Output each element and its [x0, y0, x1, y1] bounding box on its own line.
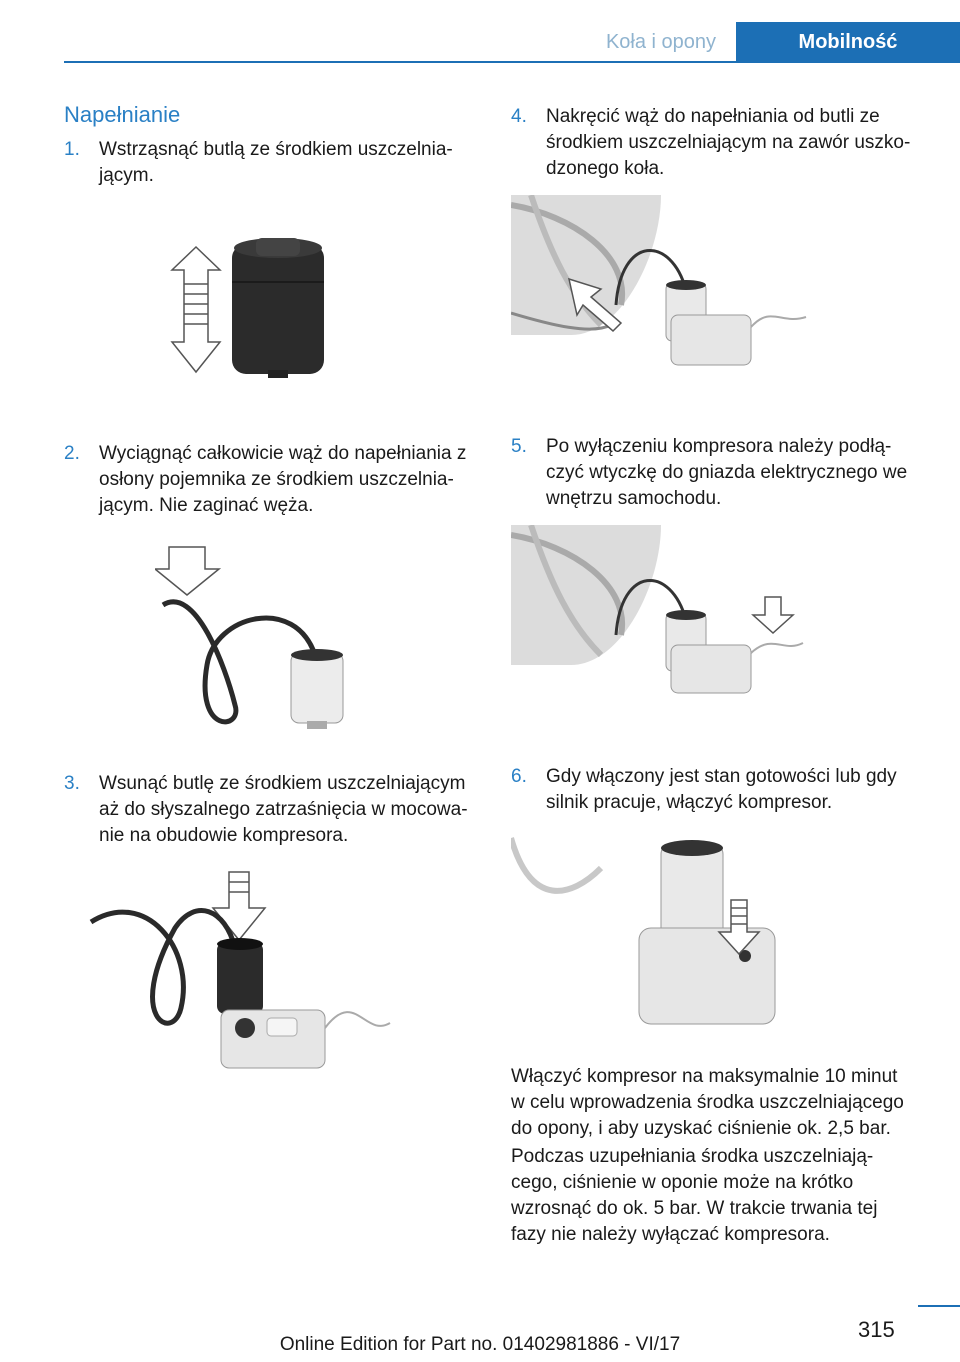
step-number: 2. [64, 443, 80, 464]
sealant-bottle-icon [660, 840, 724, 941]
step-text: Po wyłączeniu kompresora należy podłą‐ c… [546, 436, 908, 509]
plug-connector-illustration [511, 525, 804, 694]
header-tab-section[interactable]: Koła i opony [605, 31, 717, 53]
wheel-icon [511, 525, 661, 665]
up-arrow-icon [567, 277, 623, 333]
step-text: Nakręcić wąż do napełniania od butli ze … [546, 106, 911, 179]
page-number: 315 [858, 1317, 895, 1342]
info-paragraph-2: Podczas uzupełniania środka uszczelniają… [511, 1146, 878, 1245]
sealant-bottle-icon [217, 938, 263, 1014]
step-number: 6. [511, 766, 527, 787]
header-tab-chapter[interactable]: Mobilność [736, 22, 960, 62]
step-number: 1. [64, 139, 80, 160]
info-paragraph-1: Włączyć kompresor na maksymalnie 10 minu… [511, 1066, 904, 1139]
edition-note: Online Edition for Part no. 01402981886 … [279, 1334, 681, 1355]
compressor-icon [638, 927, 776, 1025]
insert-bottle-illustration [89, 871, 391, 1069]
header-divider [64, 61, 960, 63]
step-text: Wstrząsnąć butlą ze środkiem uszczelnia‐… [99, 139, 453, 186]
step-number: 5. [511, 436, 527, 457]
down-arrow-icon [751, 596, 795, 635]
connect-hose-to-valve-illustration [511, 195, 807, 366]
compressor-icon [670, 314, 807, 366]
hose-extraction-illustration [155, 546, 344, 729]
down-arrow-icon [717, 899, 761, 956]
shake-bottle-illustration [170, 238, 324, 378]
switch-on-compressor-illustration [511, 837, 776, 1025]
down-arrow-icon [211, 871, 267, 942]
double-arrow-icon [170, 245, 222, 374]
compressor-icon [670, 642, 804, 694]
sealant-bottle-icon [232, 238, 324, 378]
footer-divider [918, 1305, 960, 1307]
wheel-icon [511, 195, 661, 335]
step-text: Gdy włączony jest stan gotowości lub gdy… [546, 766, 897, 813]
step-text: Wsunąć butlę ze środkiem uszczelniającym… [99, 773, 468, 846]
step-text: Wyciągnąć całkowicie wąż do napełniania … [99, 443, 467, 516]
section-title: Napełnianie [64, 102, 181, 127]
down-arrow-icon [155, 546, 222, 596]
compressor-icon [220, 1009, 391, 1069]
step-number: 3. [64, 773, 80, 794]
step-number: 4. [511, 106, 527, 127]
sealant-bottle-icon [290, 649, 344, 729]
